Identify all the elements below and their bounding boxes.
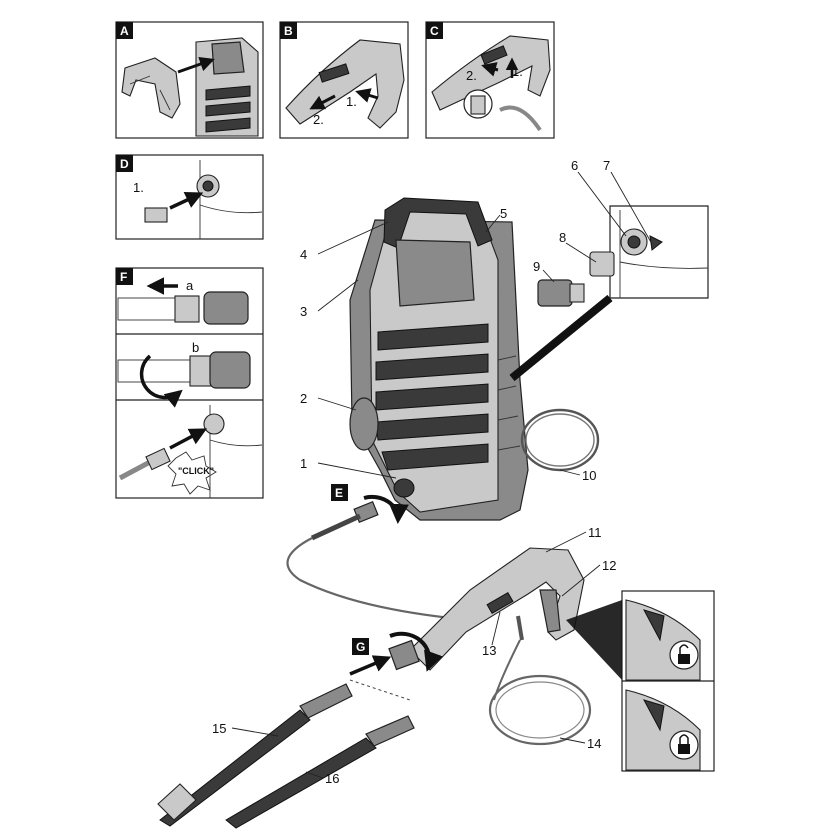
panel-b-step-2: 2. bbox=[313, 112, 324, 127]
callout-9: 9 bbox=[533, 259, 540, 274]
callout-4: 4 bbox=[300, 247, 307, 262]
click-label: "CLICK" bbox=[178, 466, 214, 476]
lance-16 bbox=[225, 737, 377, 829]
inlet-filter bbox=[589, 251, 615, 277]
panel-f-letter: F bbox=[120, 270, 127, 284]
rotate-arrow-icon bbox=[363, 494, 409, 524]
callout-numbers: 1 2 3 4 5 6 7 8 9 10 11 12 13 14 15 16 bbox=[212, 158, 616, 786]
callout-10: 10 bbox=[582, 468, 596, 483]
water-connector bbox=[537, 279, 573, 307]
callout-5: 5 bbox=[500, 206, 507, 221]
spray-gun bbox=[409, 547, 592, 746]
panel-d-letter: D bbox=[120, 157, 129, 171]
callout-2: 2 bbox=[300, 391, 307, 406]
callout-12: 12 bbox=[602, 558, 616, 573]
high-pressure-hose bbox=[286, 537, 471, 622]
rotate-arrow-icon bbox=[389, 631, 443, 672]
power-cord bbox=[520, 408, 600, 472]
callout-1: 1 bbox=[300, 456, 307, 471]
panel-d: D 1. bbox=[115, 154, 264, 240]
panel-a-tag bbox=[116, 22, 133, 39]
arrow-icon bbox=[177, 56, 215, 74]
panel-c-step-1: 1. bbox=[512, 64, 523, 79]
callout-3: 3 bbox=[300, 304, 307, 319]
panel-c-letter: C bbox=[430, 24, 439, 38]
callout-leaders bbox=[231, 171, 653, 779]
callout-13: 13 bbox=[482, 643, 496, 658]
power-switch bbox=[349, 397, 379, 451]
panel-e-letter: E bbox=[335, 486, 343, 500]
panel-d-step-1: 1. bbox=[133, 180, 144, 195]
callout-15: 15 bbox=[212, 721, 226, 736]
lance-15 bbox=[159, 709, 311, 827]
panel-a-letter: A bbox=[120, 24, 129, 38]
panel-a: A bbox=[115, 21, 264, 139]
callout-7: 7 bbox=[603, 158, 610, 173]
gun-lock-button bbox=[486, 591, 514, 615]
water-inlet-inset bbox=[509, 205, 709, 382]
locked-padlock-icon bbox=[678, 744, 690, 754]
panel-c-step-2: 2. bbox=[466, 68, 477, 83]
spray-lances bbox=[157, 683, 415, 829]
pressure-washer-body bbox=[349, 197, 600, 521]
callout-8: 8 bbox=[559, 230, 566, 245]
callout-16: 16 bbox=[325, 771, 339, 786]
panel-f-step-b: b bbox=[192, 340, 199, 355]
panel-f-step-a: a bbox=[186, 278, 194, 293]
callout-14: 14 bbox=[587, 736, 601, 751]
callout-11: 11 bbox=[588, 525, 602, 540]
panel-b-step-1: 1. bbox=[346, 94, 357, 109]
callout-6: 6 bbox=[571, 158, 578, 173]
panel-e: E bbox=[286, 484, 471, 622]
unlocked-padlock-icon bbox=[678, 654, 690, 664]
high-pressure-outlet bbox=[393, 478, 415, 498]
lock-inset bbox=[566, 590, 715, 772]
panel-f: F a b "CLICK" bbox=[115, 267, 264, 499]
panel-c: C 2. 1. bbox=[425, 21, 555, 139]
trigger bbox=[539, 589, 561, 633]
panel-g-letter: G bbox=[356, 640, 365, 654]
hose-coil bbox=[488, 674, 592, 746]
panel-g: G bbox=[349, 631, 443, 701]
panel-b-letter: B bbox=[284, 24, 293, 38]
panel-b: B 1. 2. bbox=[279, 21, 409, 139]
